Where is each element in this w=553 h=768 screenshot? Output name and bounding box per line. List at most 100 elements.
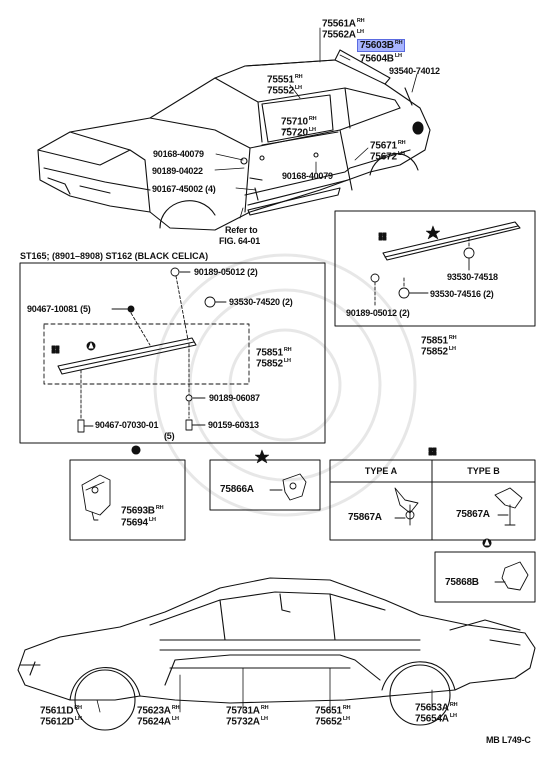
part-number: 90189-05012 (2) [346, 308, 410, 318]
clip-box-75693 [69, 459, 186, 541]
label-75653A: 75653ARH [415, 700, 458, 714]
part-number: 75604B [360, 53, 394, 65]
side-code: LH [283, 358, 291, 364]
label-75866A: 75866A [220, 485, 254, 495]
part-number: 75731A [226, 705, 260, 717]
part-number: 75868B [445, 577, 479, 588]
side-code: RH [397, 140, 406, 146]
label-75652: 75652LH [315, 714, 350, 727]
st165-detail-frame [19, 262, 326, 444]
part-number: 75671 [370, 140, 397, 152]
label-75867A-typeB: 75867A [456, 510, 490, 520]
label-75694: 75694LH [121, 515, 156, 528]
part-number: 93530-74518 [447, 272, 498, 282]
part-number: 90168-40079 [282, 171, 333, 181]
side-code: LH [448, 346, 456, 352]
leader-lines-top [214, 27, 418, 219]
side-code: LH [308, 127, 316, 133]
right-moulding-strip [382, 221, 521, 261]
type-table [329, 447, 536, 541]
label-90467-a: 90467-10081 (5) [27, 304, 91, 314]
label-93530-b: 93530-74518 [447, 272, 498, 282]
clip-typeB-drawing [494, 487, 523, 526]
label-75731A: 75731ARH [226, 703, 269, 717]
label-75562A: 75562ALH [322, 27, 364, 40]
section-marker-dot [131, 445, 141, 455]
part-number: 75624A [137, 716, 171, 728]
label-75732A: 75732ALH [226, 714, 268, 727]
part-number: 90467-07030-01 [95, 420, 159, 430]
figure-code: MB L749-C [486, 735, 531, 745]
leader-lines-bottom [96, 667, 433, 713]
label-75604B: 75604BLH [360, 51, 402, 64]
label-75612D: 75612DLH [40, 714, 82, 727]
label-75551: 75551RH [267, 72, 303, 86]
label-75624A: 75624ALH [137, 714, 179, 727]
label-75720: 75720LH [281, 125, 316, 138]
label-75868B: 75868B [445, 578, 479, 588]
part-number: 75866A [220, 484, 254, 495]
label-90168-b: 90168-40079 [282, 171, 333, 181]
side-code: RH [394, 40, 403, 46]
label-75851-a: 75851RH [256, 345, 292, 358]
label-90189-b: 90189-05012 (2) [194, 267, 258, 277]
side-code: LH [171, 716, 179, 722]
clip-typeA-drawing [394, 487, 419, 526]
top-car-illustration [37, 49, 431, 231]
st165-moulding-strip [57, 337, 197, 375]
side-code: RH [155, 505, 164, 511]
part-number: 75867A [348, 512, 382, 523]
clip-box-75868 [434, 551, 536, 603]
side-code: RH [74, 705, 82, 711]
part-number: 75654A [415, 713, 449, 725]
part-number: 75851 [421, 335, 448, 347]
part-number: 75672 [370, 151, 397, 163]
part-number: 75732A [226, 716, 260, 728]
label-75852-a: 75852LH [256, 356, 291, 369]
side-code: RH [260, 705, 269, 711]
label-93540: 93540-74012 [389, 66, 440, 76]
side-code: RH [449, 702, 458, 708]
side-code: LH [449, 713, 457, 719]
part-number: 90467-10081 (5) [27, 304, 91, 314]
part-number: 75612D [40, 716, 74, 728]
label-75561A: 75561ARH [322, 16, 365, 29]
part-number: 75720 [281, 127, 308, 139]
part-number: 75653A [415, 702, 449, 714]
part-number: 90167-45002 (4) [152, 184, 216, 194]
part-number: 75623A [137, 705, 171, 717]
part-number: 75710 [281, 116, 308, 128]
label-75552: 75552LH [267, 83, 302, 96]
right-detail-frame [334, 210, 536, 327]
part-number: 93530-74520 (2) [229, 297, 293, 307]
label-90189-d: 90189-05012 (2) [346, 308, 410, 318]
label-75852-b: 75852LH [421, 344, 456, 357]
side-code: RH [283, 347, 292, 353]
label-90189-c: 90189-06087 [209, 393, 260, 403]
label-75603B: 75603BRH [357, 38, 406, 53]
label-75654A: 75654ALH [415, 711, 457, 724]
label-93530-a: 93530-74520 (2) [229, 297, 293, 307]
part-number: 90189-05012 (2) [194, 267, 258, 277]
part-number: 93540-74012 [389, 66, 440, 76]
st165-fasteners [77, 267, 227, 433]
label-75651: 75651RH [315, 703, 351, 716]
part-number: 75551 [267, 74, 294, 86]
label-93530-c: 93530-74516 (2) [430, 289, 494, 299]
label-90467-b-qty: (5) [164, 431, 175, 441]
side-code: LH [342, 716, 350, 722]
clip-75693-drawing [81, 474, 111, 521]
type-a-header: TYPE A [364, 466, 398, 476]
type-b-header: TYPE B [467, 466, 500, 476]
part-number: 75562A [322, 29, 356, 41]
side-code: RH [294, 74, 303, 80]
side-code: LH [260, 716, 268, 722]
part-number: 90168-40079 [153, 149, 204, 159]
label-75611D: 75611DRH [40, 703, 82, 716]
part-number: 75603B [360, 40, 394, 52]
clip-box-75866 [209, 459, 321, 511]
side-code: RH [356, 18, 365, 24]
side-code: RH [342, 705, 351, 711]
part-number: 75693B [121, 505, 155, 517]
